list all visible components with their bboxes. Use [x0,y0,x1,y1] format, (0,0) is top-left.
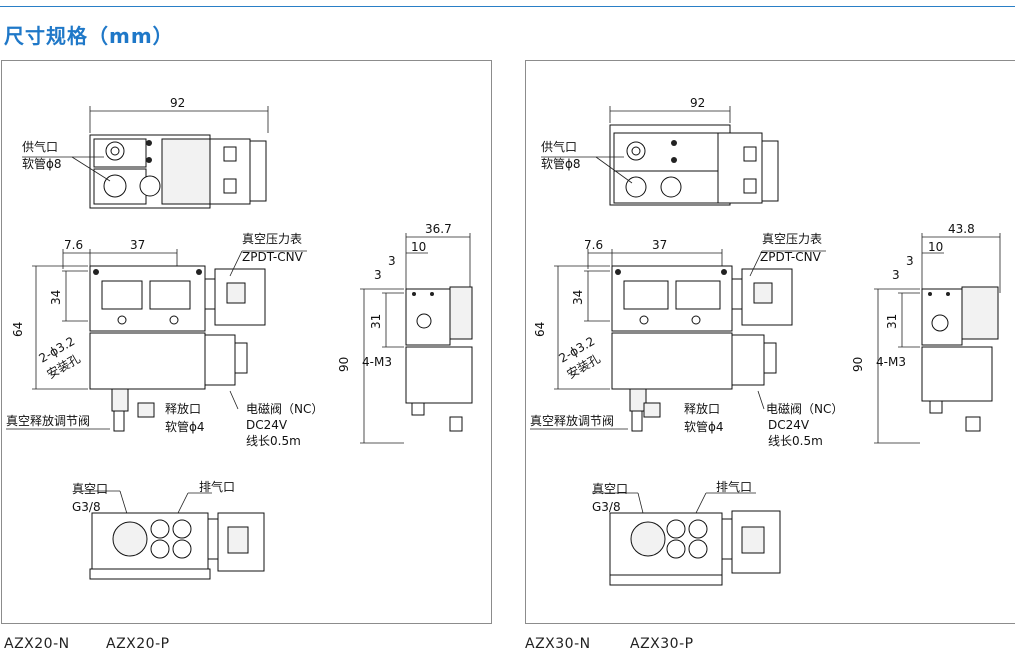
label-solenoid: 电磁阀（NC） [766,401,843,416]
label-supply-port: 供气口 [541,139,577,154]
label-vacuum-thread: G3/8 [592,500,621,514]
dim-side-31: 31 [369,314,383,329]
label-supply-tube: 软管ϕ8 [22,156,62,171]
dim-side-90: 90 [851,357,865,372]
dim-side-width: 36.7 [425,222,452,236]
model-label-azx20-p: AZX20-P [106,636,170,652]
dim-height-34: 34 [571,290,585,305]
label-wire: 线长0.5m [246,434,301,448]
label-solenoid: 电磁阀（NC） [246,401,323,416]
dim-side-3b: 3 [892,268,900,282]
model-label-azx30-n: AZX30-N [525,636,591,652]
label-release-tube: 软管ϕ4 [684,419,724,434]
label-gauge-model: ZPDT-CNV [760,250,822,264]
dim-offset-left: 7.6 [64,238,83,252]
label-vacuum-gauge: 真空压力表 [242,232,302,246]
label-vacuum-thread: G3/8 [72,500,101,514]
dim-hole-spacing: 37 [130,238,145,252]
page-title: 尺寸规格（mm） [4,24,174,48]
dim-hole-spacing: 37 [652,238,667,252]
label-release-port: 释放口 [684,401,720,416]
label-release-tube: 软管ϕ4 [165,419,205,434]
label-supply-tube: 软管ϕ8 [541,156,581,171]
label-vacuum-port: 真空口 [72,482,108,496]
dim-offset-left: 7.6 [584,238,603,252]
label-wire: 线长0.5m [768,434,823,448]
dim-overall-width: 92 [690,96,705,110]
dim-side-3a: 3 [906,254,914,268]
dim-side-10: 10 [928,240,943,254]
drawing-panel-azx30: 92 供气口 软管ϕ8 7.6 37 64 34 2-ϕ3.2 安装孔 真空压力… [525,60,1015,624]
dim-side-3a: 3 [388,254,396,268]
model-label-azx20-n: AZX20-N [4,636,70,652]
label-voltage: DC24V [768,418,810,432]
dim-side-90: 90 [337,357,351,372]
dim-height-64: 64 [533,322,547,337]
label-exhaust-port: 排气口 [199,479,235,494]
label-exhaust-port: 排气口 [716,479,752,494]
dim-side-31: 31 [885,314,899,329]
dim-height-64: 64 [11,322,25,337]
label-supply-port: 供气口 [22,139,58,154]
label-release-port: 释放口 [165,401,201,416]
label-gauge-model: ZPDT-CNV [242,250,304,264]
label-release-valve: 真空释放调节阀 [6,413,90,428]
label-vacuum-port: 真空口 [592,482,628,496]
top-rule [0,6,1015,7]
drawing-azx30: 92 供气口 软管ϕ8 7.6 37 64 34 2-ϕ3.2 安装孔 真空压力… [530,96,1001,586]
label-m3: 4-M3 [876,355,906,369]
dim-overall-width: 92 [170,96,185,110]
dim-side-10: 10 [411,240,426,254]
dim-height-34: 34 [49,290,63,305]
drawing-panel-azx20: 92 供气口 软管ϕ8 7.6 37 64 34 2-ϕ3.2 安装孔 真空压力… [1,60,492,624]
label-voltage: DC24V [246,418,288,432]
label-release-valve: 真空释放调节阀 [530,413,614,428]
drawing-azx20: 92 供气口 软管ϕ8 7.6 37 64 34 2-ϕ3.2 安装孔 真空压力… [6,96,473,580]
label-m3: 4-M3 [362,355,392,369]
dim-side-3b: 3 [374,268,382,282]
label-vacuum-gauge: 真空压力表 [762,232,822,246]
model-label-azx30-p: AZX30-P [630,636,694,652]
dim-side-width: 43.8 [948,222,975,236]
